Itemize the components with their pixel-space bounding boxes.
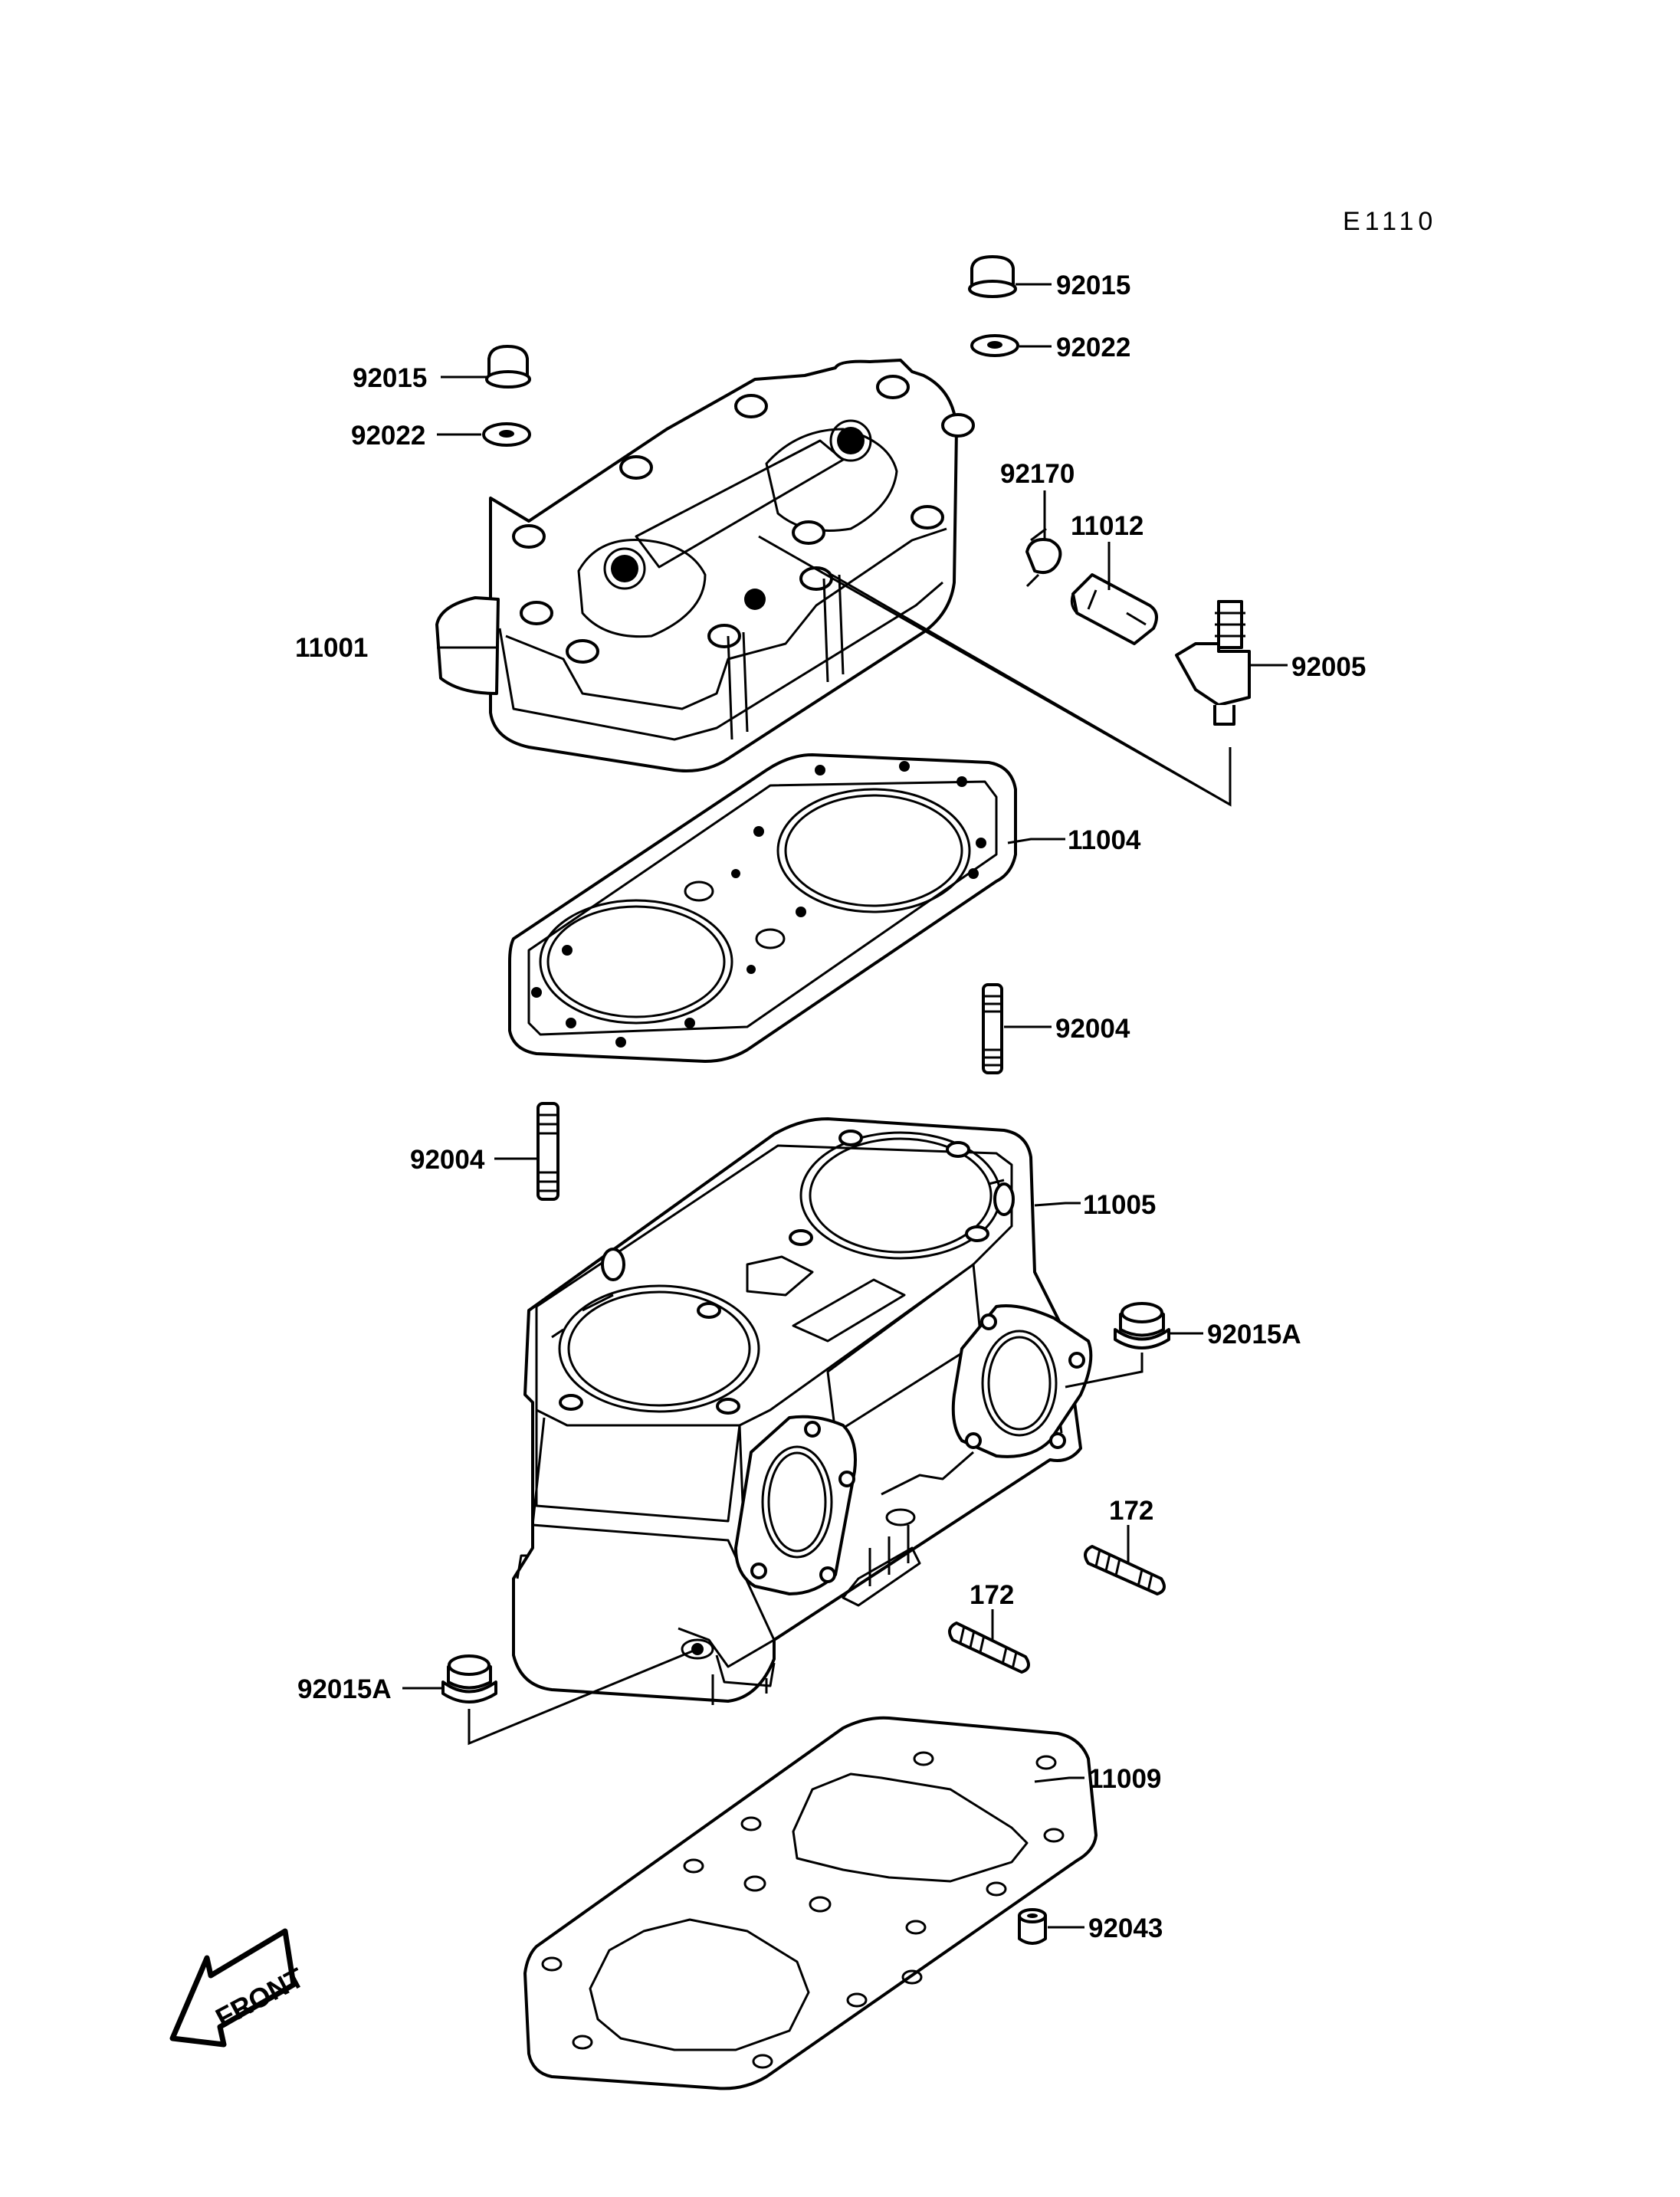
label-cylinder: 11005 [1083,1190,1156,1220]
cap-nut-right[interactable] [968,255,1017,298]
cylinder-block[interactable] [512,1117,1093,1705]
label-flange-nut-left: 92015A [297,1674,392,1704]
washer-left[interactable] [482,422,531,447]
diagram-code: E1110 [1343,207,1437,236]
leader-head-nipple-2 [758,535,1231,806]
label-flange-nut-right: 92015A [1207,1320,1301,1349]
label-stud-172-center: 172 [970,1580,1014,1610]
cap-nut-left[interactable] [485,345,531,389]
label-stud-172-right: 172 [1109,1496,1153,1526]
cylinder-head[interactable] [435,359,975,772]
head-gasket[interactable] [508,753,1017,1063]
label-stud-right: 92004 [1055,1014,1130,1044]
label-dowel: 92043 [1088,1913,1163,1943]
label-washer-right: 92022 [1056,333,1130,362]
label-nut-right: 92015 [1056,271,1130,300]
leader-base-gasket [1034,1776,1084,1783]
stud-left[interactable] [536,1102,559,1201]
stud-172-right[interactable] [1084,1545,1166,1595]
leader-flange-nut-right-2 [1065,1353,1144,1389]
label-washer-left: 92022 [351,421,425,451]
label-clip: 92170 [1000,459,1075,489]
front-arrow-icon: FRONT [169,1928,309,2048]
flange-nut-left[interactable] [441,1654,497,1703]
dowel-pin[interactable] [1018,1908,1047,1945]
label-head-gasket: 11004 [1068,825,1141,855]
leader-flange-nut-left-2 [468,1648,698,1746]
flange-nut-right[interactable] [1114,1302,1170,1349]
leader-cylinder [1034,1202,1081,1207]
base-gasket[interactable] [523,1716,1098,2090]
washer-right[interactable] [970,334,1019,357]
stud-right[interactable] [982,983,1003,1074]
stud-172-center[interactable] [948,1622,1030,1674]
nipple-fitting[interactable] [1175,600,1251,726]
clip[interactable] [1025,527,1062,588]
label-nipple: 92005 [1291,652,1366,682]
label-stud-left: 92004 [410,1145,485,1175]
leader-head-gasket [1007,838,1065,844]
fitting[interactable] [1070,573,1158,645]
label-nut-left: 92015 [353,363,427,393]
label-base-gasket: 11009 [1088,1764,1161,1794]
label-fitting: 11012 [1071,511,1144,541]
label-head: 11001 [295,633,368,663]
